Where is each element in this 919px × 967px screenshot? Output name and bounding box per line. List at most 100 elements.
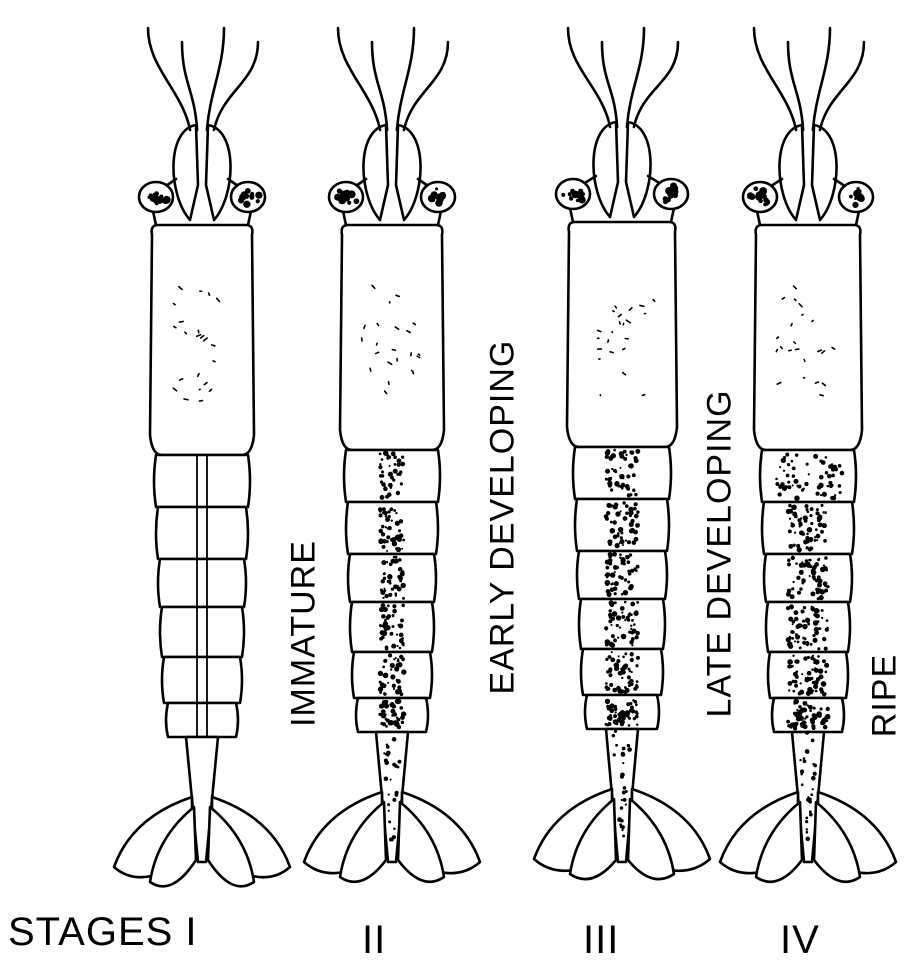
ovary-speckle [609,718,612,721]
carapace-mark [640,305,644,306]
ovary-speckle [614,502,618,506]
ovary-speckle [616,686,621,691]
ovary-speckle [824,692,827,695]
ovary-speckle [382,561,385,564]
eye-speckle [859,194,864,199]
ovary-speckle [605,682,608,685]
ovary-speckle [400,482,403,485]
ovary-speckle [811,668,814,671]
ovary-speckle [625,539,627,541]
ovary-speckle [793,479,798,484]
ovary-speckle [392,479,395,482]
ovary-speckle [813,707,816,710]
ovary-speckle [386,535,390,539]
eye-speckle [155,198,161,204]
ovary-speckle [634,458,639,463]
ovary-speckle [791,556,795,560]
ovary-speckle [605,639,611,645]
ovary-speckle [799,646,802,649]
ovary-speckle [815,587,819,591]
eye-speckle [747,192,754,199]
ovary-speckle [810,677,813,680]
telson-speckle [623,786,627,790]
carapace-mark [184,399,188,400]
ovary-speckle [788,504,792,508]
eye-speckle [578,189,583,194]
telson-speckle [620,772,625,777]
ovary-speckle [615,543,620,548]
ovary-speckle [813,620,819,626]
ovary-speckle [630,628,632,630]
ovary-speckle [389,594,392,597]
ovary-speckle [393,658,395,660]
ovary-speckle [399,470,402,473]
ovary-speckle [605,574,608,577]
ovary-speckle [799,587,802,590]
ovary-speckle [792,680,796,684]
ovary-speckle [393,688,395,690]
ovary-speckle [621,634,625,638]
ovary-speckle [824,647,828,651]
ovary-speckle [816,534,821,539]
ovary-speckle [628,464,632,468]
telson-speckle [622,835,625,838]
ovary-speckle [824,663,829,668]
ovary-speckle [604,626,608,630]
telson-speckle [811,776,816,781]
ovary-speckle [380,630,385,635]
antenna [207,28,224,130]
ovary-speckle [621,615,625,619]
eye-speckle [154,191,159,196]
ovary-speckle [399,647,402,650]
ovary-speckle [838,464,842,468]
abdominal-segment [772,698,844,732]
ovary-speckle [633,507,637,511]
ovary-speckle [387,492,391,496]
ovary-speckle [388,721,392,725]
telson-speckle [392,737,397,742]
telson-speckle [386,751,391,756]
ovary-speckle [379,681,382,684]
ovary-speckle [806,463,809,466]
ovary-speckle [787,481,790,484]
eye-speckle [672,188,679,195]
ovary-speckle [609,554,613,558]
ovary-speckle [839,491,842,494]
carapace-mark [392,350,395,351]
telson-speckle [392,798,396,802]
ovary-speckle [388,483,393,488]
telson-speckle [622,762,624,764]
ovary-speckle [379,607,384,612]
carapace-mark [598,330,601,331]
carapace-mark [185,332,186,333]
ovary-speckle [620,667,624,671]
ovary-speckle [625,688,630,693]
ovary-speckle [623,516,628,521]
ovary-speckle [820,494,822,496]
ovary-speckle [795,659,800,664]
eye-speckle [759,187,767,195]
ovary-speckle [803,540,808,545]
carapace-mark [370,368,371,371]
telson-speckle [623,798,627,802]
ovary-speckle [613,453,615,455]
eye-speckle [576,199,579,202]
telson-speckle [625,803,627,805]
ovary-speckle [393,469,398,474]
eye-speckle [570,189,575,194]
ovary-speckle [613,565,618,570]
carapace-mark [173,304,175,305]
ovary-speckle [388,526,392,530]
antenna [148,28,190,130]
ovary-speckle [613,534,618,539]
ovary-speckle [390,674,395,679]
ovary-speckle [809,709,812,712]
ovary-speckle [810,689,812,691]
ovary-speckle [623,590,628,595]
telson-speckle [612,734,616,738]
ovary-speckle [604,514,609,519]
ovary-speckle [812,638,817,643]
ovary-speckle [606,705,609,708]
telson-speckle [806,798,810,802]
